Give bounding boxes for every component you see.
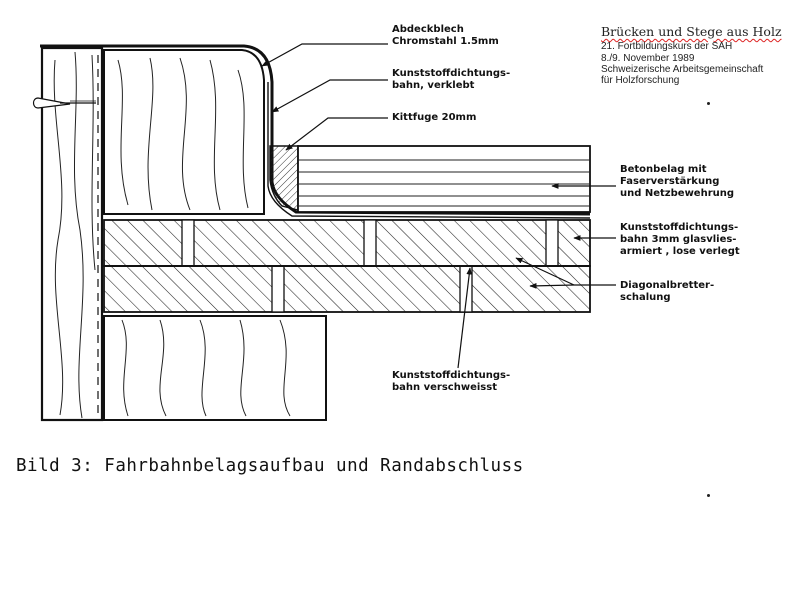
deck-layer-upper [103, 219, 591, 267]
label-line: Kunststoffdichtungs- [392, 68, 511, 79]
header-line-2: 8./9. November 1989 [601, 53, 695, 64]
label-line: bahn, verklebt [392, 80, 475, 91]
label-line: Kunststoffdichtungs- [392, 370, 511, 381]
header-line-3: Schweizerische Arbeitsgemeinschaft [601, 64, 764, 75]
label-line: armiert , lose verlegt [620, 246, 740, 257]
scan-speck [707, 102, 710, 105]
edge-post [40, 46, 104, 422]
header-line-4: für Holzforschung [601, 75, 680, 86]
lower-beam [103, 315, 327, 421]
label-line: Diagonalbretter- [620, 280, 715, 291]
header-title: Brücken und Stege aus Holz [601, 24, 782, 39]
bolt-icon [32, 97, 96, 109]
label-kittfuge: Kittfuge 20mm [392, 112, 476, 124]
sealant-joint [269, 145, 299, 211]
label-line: und Netzbewehrung [620, 188, 735, 199]
edge-beam [103, 49, 265, 215]
label-membrane-bonded: Kunststoffdichtungs- bahn, verklebt [392, 68, 510, 92]
label-line: schalung [620, 292, 671, 303]
label-line: Betonbelag mit [620, 164, 707, 175]
label-line: Kittfuge 20mm [392, 112, 477, 123]
label-abdeckblech: Abdeckblech Chromstahl 1.5mm [392, 24, 499, 48]
label-line: bahn 3mm glasvlies- [620, 234, 737, 245]
label-line: Faserverstärkung [620, 176, 720, 187]
label-membrane-welded: Kunststoffdichtungs- bahn verschweisst [392, 370, 510, 394]
label-membrane-loose: Kunststoffdichtungs- bahn 3mm glasvlies-… [620, 222, 740, 258]
label-line: Abdeckblech [392, 24, 464, 35]
header-line-1: 21. Fortbildungskurs der SAH [601, 41, 733, 52]
callout-leaders [261, 43, 616, 369]
figure-caption: Bild 3: Fahrbahnbelagsaufbau und Randabs… [16, 456, 524, 476]
concrete-topping [297, 145, 591, 213]
bonded-membrane [267, 82, 591, 219]
label-line: Chromstahl 1.5mm [392, 36, 499, 47]
label-line: bahn verschweisst [392, 382, 497, 393]
label-line: Kunststoffdichtungs- [620, 222, 739, 233]
label-betonbelag: Betonbelag mit Faserverstärkung und Netz… [620, 164, 734, 200]
deck-layer-lower [103, 265, 591, 313]
scan-speck [707, 494, 710, 497]
label-diagonal: Diagonalbretter- schalung [620, 280, 714, 304]
